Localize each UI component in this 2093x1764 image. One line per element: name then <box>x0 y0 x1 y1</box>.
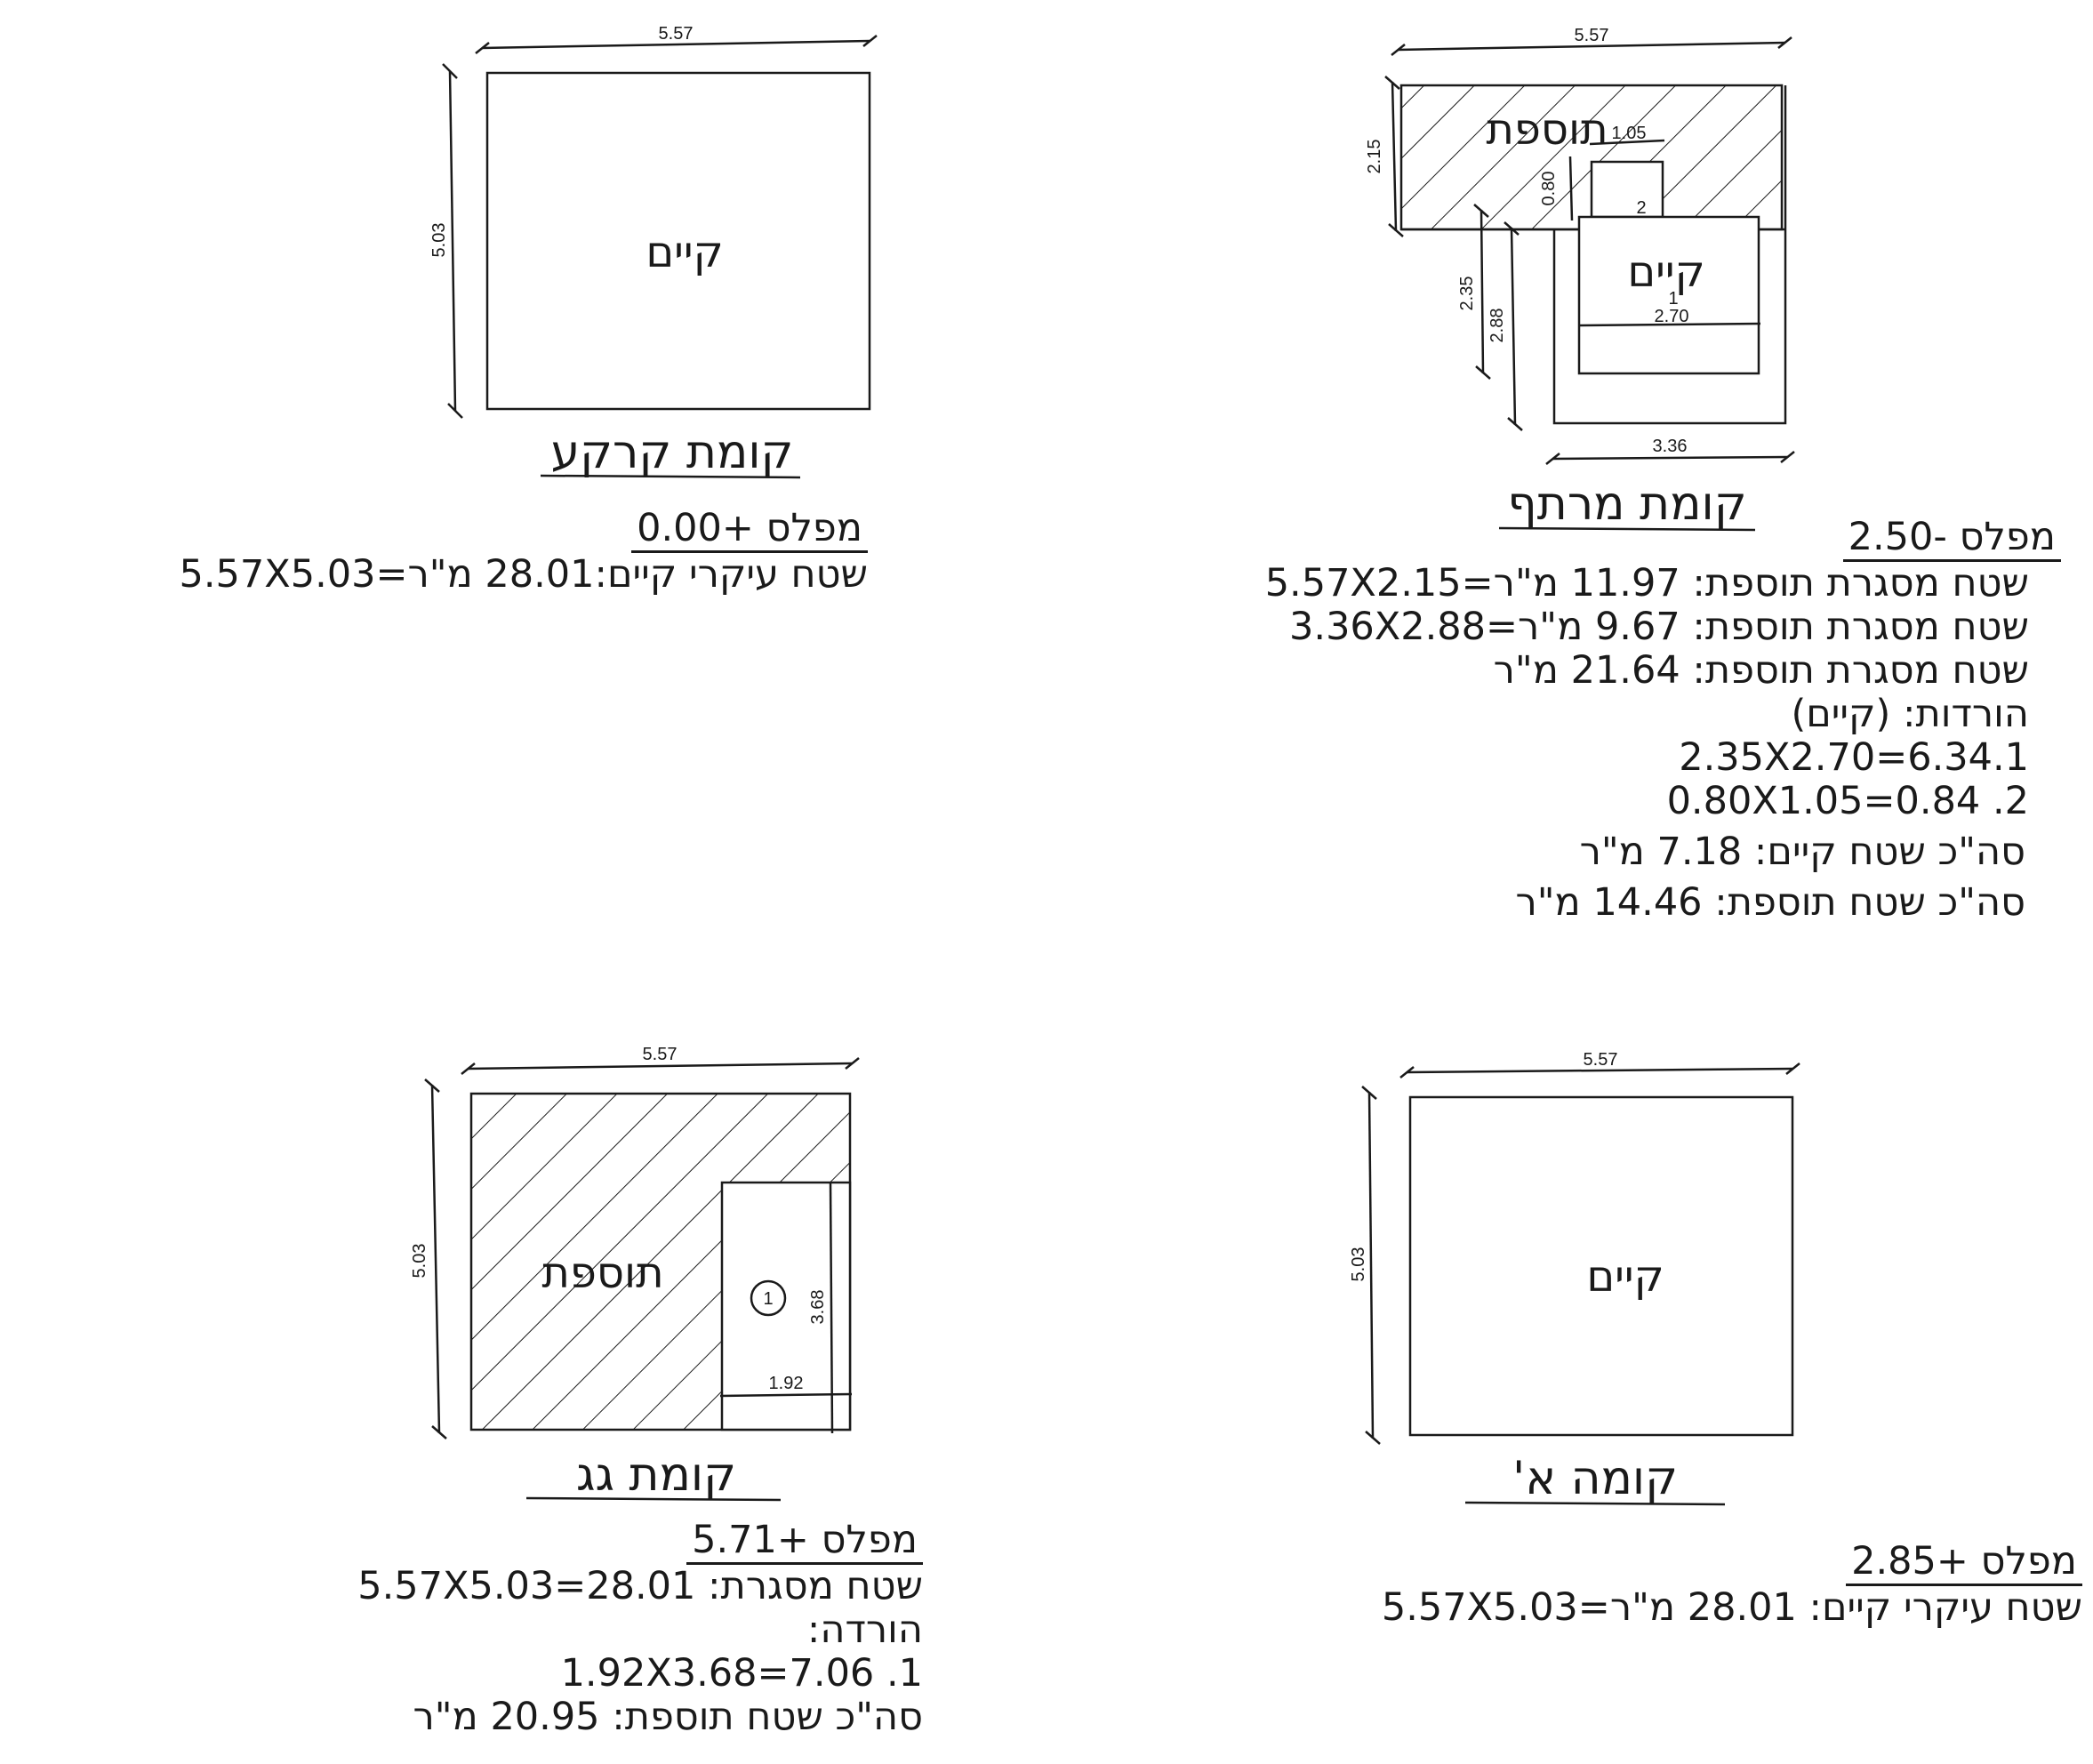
basement-235-label: 2.35 <box>1457 277 1477 311</box>
roof-368-dimension-line <box>829 1182 834 1434</box>
ground-floor-plan <box>442 35 878 479</box>
basement-existing-label: קיים <box>1627 247 1704 297</box>
basement-floor-plan <box>1384 36 1795 532</box>
basement-note-line: 0.80X1.05=0.84 .2 <box>1666 779 2029 823</box>
ground-elevation: מפלס +0.00 <box>631 507 868 553</box>
basement-235-dimension-line <box>1480 209 1485 374</box>
first-elevation: מפלס +2.85 <box>1846 1540 2082 1586</box>
basement-215-label: 2.15 <box>1365 140 1384 174</box>
roof-addition-label: תוספת <box>541 1248 663 1298</box>
basement-notes: מפלס -2.50 שטח מסגרת תוספת: 11.97 מ"ר=5.… <box>1265 516 2061 925</box>
basement-note-line: סה"כ שטח קיים: 7.18 מ"ר <box>1579 830 2025 874</box>
roof-368-label: 3.68 <box>808 1290 828 1325</box>
basement-080-label: 0.80 <box>1539 172 1559 206</box>
basement-addition-label: תוספת <box>1486 105 1608 155</box>
roof-elevation: מפלס +5.71 <box>686 1519 923 1565</box>
roof-height-dimension-line <box>430 1084 441 1434</box>
ground-height-dimension-line <box>448 70 457 412</box>
first-width-dimension-line <box>1406 1067 1793 1074</box>
roof-title: קומת גג <box>576 1448 736 1502</box>
basement-note-line: שטח מסגרת תוספת: 9.67 מ"ר=3.36X2.88 <box>1289 605 2029 649</box>
roof-height-label: 5.03 <box>410 1244 429 1279</box>
first-height-dimension-line <box>1367 1091 1375 1439</box>
roof-width-label: 5.57 <box>643 1045 678 1064</box>
basement-080-dimension-line <box>1568 156 1574 221</box>
basement-marker-2: 2 <box>1636 198 1646 218</box>
ground-notes: מפלס +0.00 שטח עיקרי קיים:28.01 מ"ר=5.57… <box>180 507 868 597</box>
basement-lower-outline <box>1552 85 1787 425</box>
first-height-label: 5.03 <box>1349 1247 1368 1282</box>
basement-opening-2 <box>1590 160 1664 219</box>
basement-existing-room <box>1577 215 1760 375</box>
ground-width-label: 5.57 <box>659 24 694 44</box>
roof-marker-circle <box>750 1279 787 1317</box>
ground-height-label: 5.03 <box>429 223 449 258</box>
basement-336-label: 3.36 <box>1653 437 1688 456</box>
ground-width-dimension-line <box>481 39 870 50</box>
roof-opening-1 <box>720 1181 852 1431</box>
basement-336-dimension-line <box>1552 455 1788 461</box>
ground-room-outline <box>485 71 871 411</box>
roof-192-label: 1.92 <box>769 1374 804 1393</box>
basement-note-line: שטח מסגרת תוספת: 21.64 מ"ר <box>1493 648 2029 693</box>
first-title-underline <box>1464 1501 1726 1506</box>
roof-note-line: סה"כ שטח תוספת: 20.95 מ"ר <box>413 1695 924 1739</box>
roof-title-underline <box>525 1496 782 1502</box>
basement-title: קומת מרתף <box>1507 477 1746 531</box>
basement-105-dimension-line <box>1589 139 1665 146</box>
basement-note-line: סה"כ שטח תוספת: 14.46 מ"ר <box>1515 880 2026 925</box>
basement-note-line: שטח מסגרת תוספת: 11.97 מ"ר=5.57X2.15 <box>1264 561 2029 605</box>
basement-270-dimension-line <box>1578 322 1761 327</box>
first-title: קומה א' <box>1512 1452 1678 1505</box>
basement-105-label: 1.05 <box>1612 124 1647 143</box>
ground-note-line: שטח עיקרי קיים:28.01 מ"ר=5.57X5.03 <box>179 552 868 597</box>
first-notes: מפלס +2.85 שטח עיקרי קיים: 28.01 מ"ר=5.5… <box>1382 1540 2082 1630</box>
basement-270-label: 2.70 <box>1655 307 1689 326</box>
basement-marker-1: 1 <box>1668 289 1678 309</box>
roof-floor-plan <box>424 1057 860 1502</box>
basement-215-dimension-line <box>1391 81 1398 232</box>
basement-title-underline <box>1498 526 1756 532</box>
roof-note-line: שטח מסגרת: 5.57X5.03=28.01 <box>357 1564 923 1608</box>
basement-note-line: 2.35X2.70=6.34.1 <box>1679 735 2029 780</box>
basement-288-dimension-line <box>1510 227 1517 426</box>
first-width-label: 5.57 <box>1584 1050 1618 1070</box>
first-floor-plan <box>1361 1062 1800 1506</box>
roof-notes: מפלס +5.71 שטח מסגרת: 5.57X5.03=28.01 הו… <box>357 1519 923 1739</box>
roof-note-line: הורדה: <box>806 1608 923 1652</box>
basement-top-width-label: 5.57 <box>1575 26 1609 45</box>
basement-elevation: מפלס -2.50 <box>1842 516 2061 562</box>
ground-title-underline <box>540 474 801 479</box>
ground-room-label: קיים <box>646 228 723 277</box>
first-note-line: שטח עיקרי קיים: 28.01 מ"ר=5.57X5.03 <box>1381 1585 2082 1630</box>
roof-marker-1: 1 <box>763 1289 773 1309</box>
roof-width-dimension-line <box>467 1062 853 1070</box>
ground-title: קומת קרקע <box>551 426 794 479</box>
first-room-outline <box>1408 1095 1794 1437</box>
basement-top-dimension-line <box>1397 41 1786 52</box>
basement-288-label: 2.88 <box>1488 309 1507 343</box>
first-room-label: קיים <box>1586 1252 1664 1302</box>
roof-192-dimension-line <box>719 1392 853 1398</box>
roof-note-line: 1.92X3.68=7.06 .1 <box>560 1651 923 1696</box>
basement-note-line: הורדות: (קיים) <box>1791 692 2029 736</box>
